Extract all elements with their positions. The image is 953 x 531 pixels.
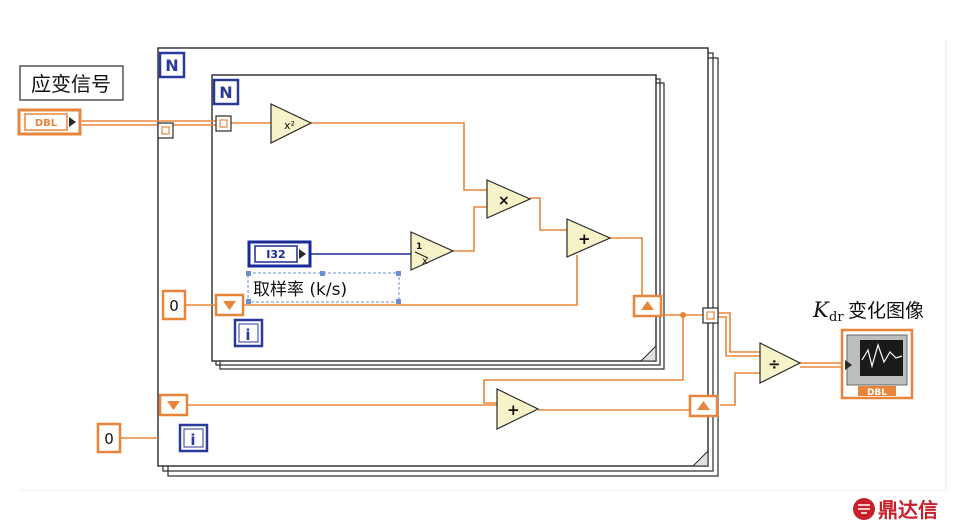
terminal-arrow-icon (69, 117, 76, 127)
outer-input-tunnel-inner (161, 126, 170, 135)
outer-zero-constant[interactable]: 0 (96, 422, 122, 454)
graph-dbl-text: DBL (867, 388, 887, 398)
inner-zero-constant[interactable]: 0 (161, 289, 187, 321)
outer-add-function[interactable]: + (496, 388, 540, 430)
outer-output-tunnel-inner (706, 311, 715, 320)
divide-text: ÷ (768, 355, 781, 373)
dbl-control-terminal[interactable]: DBL (17, 108, 82, 136)
outer-i-text: i (190, 431, 195, 449)
watermark-text: 鼎达信 (878, 498, 938, 522)
square-function[interactable]: x² (270, 103, 313, 144)
square-text: x² (284, 119, 295, 132)
strain-signal-label: 应变信号 (19, 65, 124, 101)
dbl-wires[interactable] (82, 120, 842, 439)
inner-add-function[interactable]: + (566, 218, 612, 258)
i32-control-terminal[interactable]: I32 (247, 240, 312, 268)
outer-add-text: + (507, 401, 520, 419)
reciprocal-function[interactable]: 1 x (410, 231, 455, 271)
watermark-logo: 鼎达信 (853, 498, 938, 522)
kdr-graph-title: K dr 变化图像 (812, 298, 924, 325)
inner-zero-text: 0 (169, 297, 179, 315)
outer-iteration-terminal[interactable]: i (178, 423, 209, 453)
wire-junction (680, 312, 686, 318)
reciprocal-den-text: x (422, 256, 428, 267)
divide-function[interactable]: ÷ (759, 342, 802, 384)
inner-i-text: i (245, 326, 250, 344)
outer-output-tunnel[interactable] (702, 307, 719, 324)
inner-input-tunnel-inner (219, 119, 228, 128)
graph-title-k: K (812, 298, 830, 322)
terminal-arrow-icon (845, 360, 852, 370)
inner-iteration-terminal[interactable]: i (233, 318, 264, 348)
i32-text: I32 (266, 248, 285, 261)
down-arrow-icon (223, 301, 236, 310)
dbl-control-text: DBL (35, 118, 58, 129)
inner-input-tunnel[interactable] (215, 115, 232, 132)
inner-shift-register-left[interactable] (214, 293, 245, 317)
inner-n-text: N (219, 83, 232, 102)
reciprocal-num-text: 1 (416, 242, 422, 252)
multiply-text: × (498, 193, 510, 209)
inner-add-text: + (578, 230, 591, 248)
outer-shift-register-right[interactable] (688, 394, 719, 418)
waveform-graph-indicator[interactable]: DBL (840, 328, 914, 400)
sampling-rate-label[interactable]: 取样率 (k/s) (246, 271, 401, 304)
outer-input-tunnel[interactable] (157, 122, 174, 139)
inner-shift-register-right[interactable] (632, 294, 663, 318)
outer-n-text: N (165, 56, 178, 75)
inner-loop-count-terminal[interactable]: N (212, 78, 240, 106)
waveform-icon (861, 343, 903, 369)
outer-zero-text: 0 (104, 430, 114, 448)
graph-title-sub: dr (829, 310, 844, 325)
multiply-function[interactable]: × (486, 179, 532, 219)
up-arrow-icon (697, 401, 710, 410)
strain-signal-text: 应变信号 (31, 72, 111, 96)
up-arrow-icon (641, 301, 654, 310)
outer-shift-register-left[interactable] (158, 393, 189, 417)
down-arrow-icon (167, 401, 180, 410)
outer-loop-count-terminal[interactable]: N (158, 51, 186, 79)
terminal-arrow-icon (299, 249, 306, 259)
graph-title-rest: 变化图像 (848, 300, 924, 322)
sampling-rate-text: 取样率 (k/s) (253, 280, 347, 300)
